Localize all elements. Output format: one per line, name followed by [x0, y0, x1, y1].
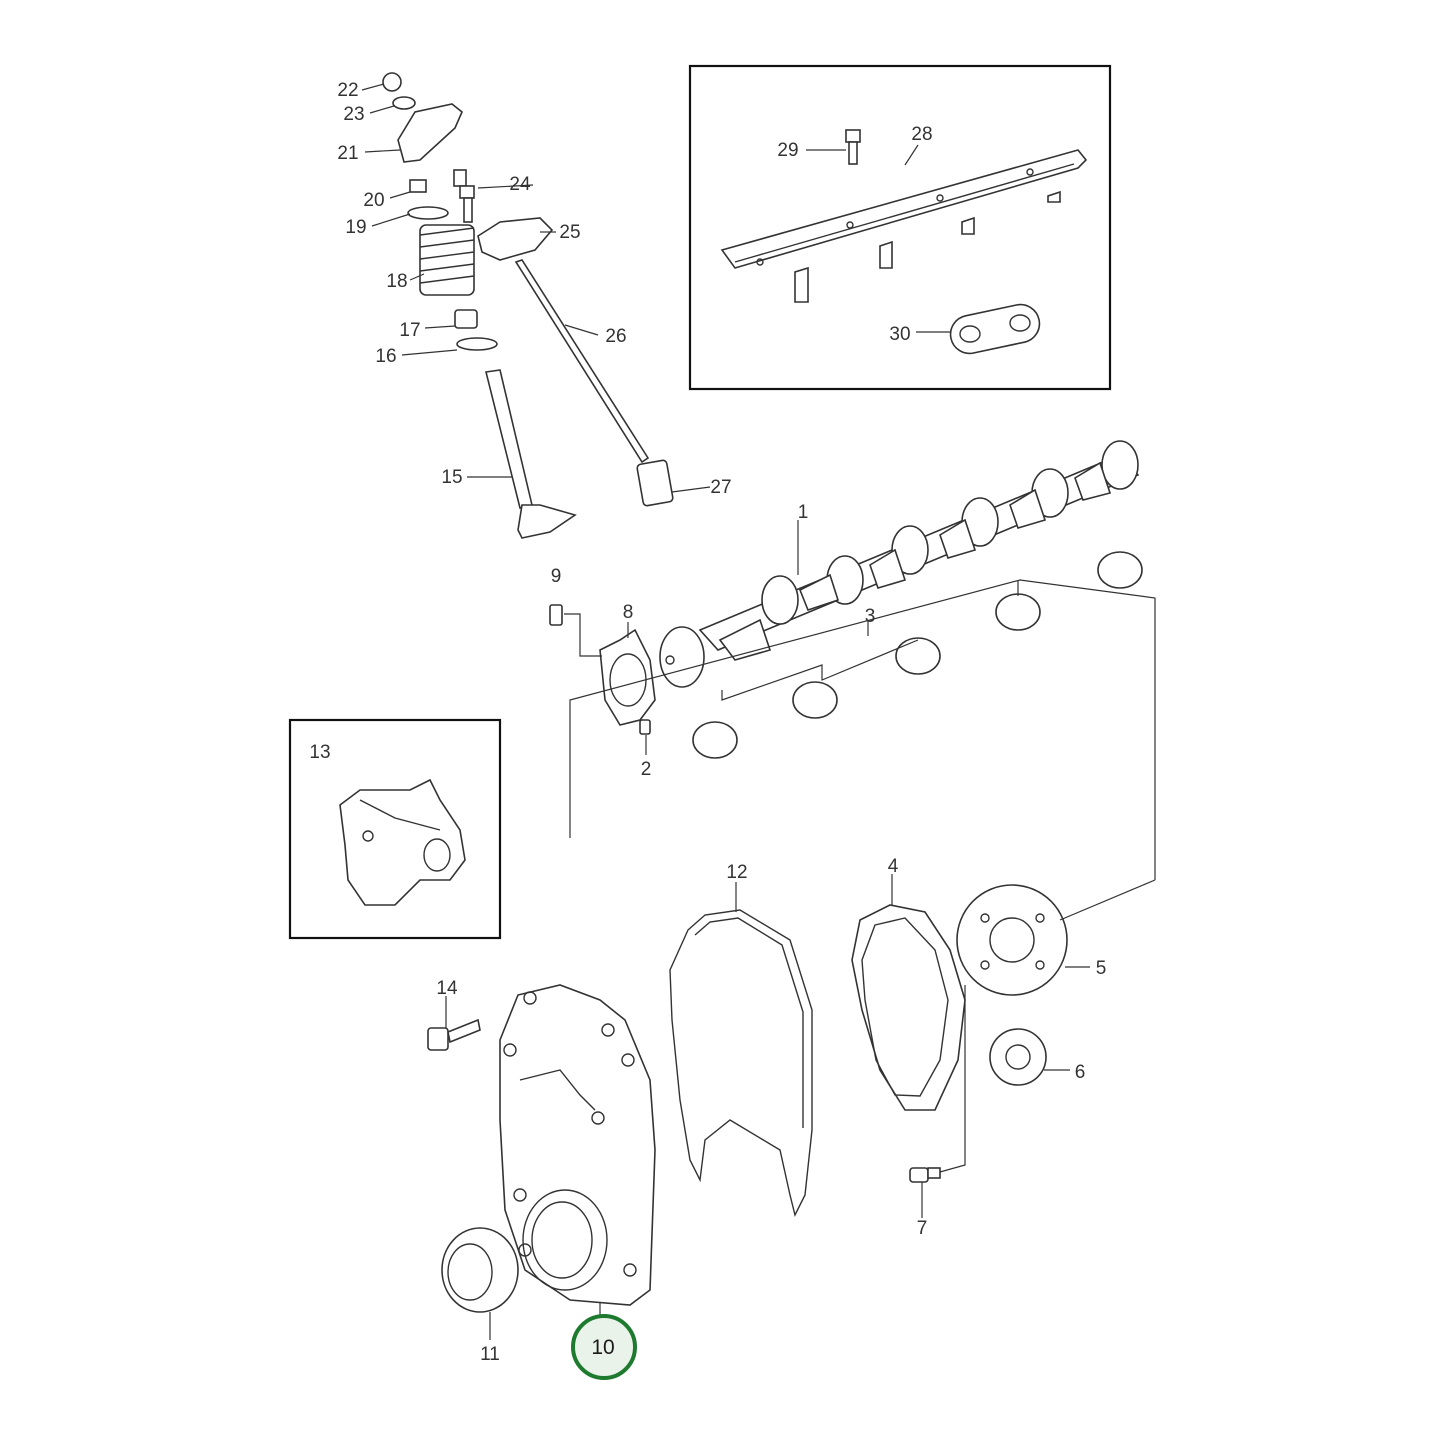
callout-11[interactable]: 11: [480, 1344, 500, 1365]
callout-5[interactable]: 5: [1096, 958, 1107, 979]
cover-bolt: [427, 1018, 481, 1051]
spring-shim: [456, 337, 498, 351]
callout-17[interactable]: 17: [399, 320, 420, 341]
thrust-plate: [599, 628, 656, 726]
chain-tensioner: [339, 778, 466, 906]
pushrod: [514, 259, 650, 464]
callout-6[interactable]: 6: [1075, 1062, 1086, 1083]
highlight-ring: [571, 1314, 637, 1380]
rocker-stud: [453, 169, 475, 223]
callout-22[interactable]: 22: [337, 80, 358, 101]
callout-13[interactable]: 13: [309, 742, 330, 763]
callout-20[interactable]: 20: [363, 190, 384, 211]
baffle-plate: [720, 149, 1088, 303]
crank-sprocket: [989, 1028, 1047, 1086]
leader-lines: [361, 83, 1090, 1340]
callout-15[interactable]: 15: [441, 467, 462, 488]
callout-18[interactable]: 18: [386, 271, 407, 292]
dowel-pin: [639, 719, 651, 735]
spring-retainer: [407, 206, 449, 220]
callout-7[interactable]: 7: [917, 1218, 928, 1239]
valve-train: [382, 72, 674, 539]
pushrod-guide: [477, 217, 554, 261]
callout-labels: 22 23 21 24 20 19 25 18 17 16 26 15 27 2…: [309, 80, 1106, 1365]
highlighted-callout-10[interactable]: 10: [571, 1314, 637, 1380]
valve-spring: [419, 224, 475, 296]
callout-26[interactable]: 26: [605, 326, 626, 347]
callout-12[interactable]: 12: [726, 862, 747, 883]
callout-9[interactable]: 9: [551, 566, 562, 587]
callout-30[interactable]: 30: [889, 324, 910, 345]
rocker-nut: [382, 72, 402, 92]
lifter: [636, 459, 674, 507]
callout-16[interactable]: 16: [375, 346, 396, 367]
cam-bearings: [692, 551, 1143, 759]
rocker-ball: [392, 96, 416, 110]
callout-8[interactable]: 8: [623, 602, 634, 623]
callout-1[interactable]: 1: [798, 502, 809, 523]
callout-14[interactable]: 14: [436, 978, 458, 999]
callout-3[interactable]: 3: [865, 606, 876, 627]
callout-27[interactable]: 27: [710, 477, 731, 498]
camshaft-nose: [659, 626, 705, 688]
callout-4[interactable]: 4: [888, 856, 899, 877]
callout-24[interactable]: 24: [509, 174, 531, 195]
camshaft-assembly: [549, 440, 1156, 880]
callout-28[interactable]: 28: [911, 124, 932, 145]
valve-seal: [454, 309, 478, 329]
valve: [485, 369, 577, 539]
valve-keys: [409, 179, 427, 193]
inset-frame-tensioner: [288, 718, 502, 940]
inset-chain-tensioner: [288, 718, 502, 940]
callout-2[interactable]: 2: [641, 759, 652, 780]
sprocket-bolt: [909, 1167, 941, 1183]
callout-25[interactable]: 25: [559, 222, 580, 243]
inset-frame-baffle: [688, 64, 1112, 391]
rocker-arm: [397, 103, 463, 163]
callout-10[interactable]: 10: [591, 1336, 614, 1359]
front-seal: [441, 1227, 519, 1313]
callout-21[interactable]: 21: [337, 143, 358, 164]
callout-29[interactable]: 29: [777, 140, 798, 161]
timing-chain: [851, 904, 966, 1111]
callout-23[interactable]: 23: [343, 104, 364, 125]
cover-gasket: [669, 909, 813, 1218]
inset-valve-cover-baffle: [688, 64, 1112, 391]
baffle-bolt: [845, 129, 861, 165]
thrust-plate-bolt: [549, 604, 563, 626]
callout-19[interactable]: 19: [345, 217, 366, 238]
cam-sprocket: [956, 884, 1068, 996]
timing-cover: [499, 984, 656, 1306]
baffle-grommet: [949, 303, 1041, 355]
